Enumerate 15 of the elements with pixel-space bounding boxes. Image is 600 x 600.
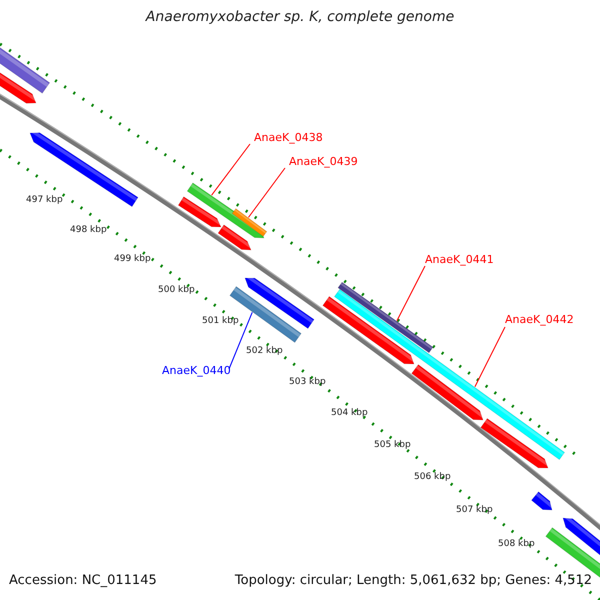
genome-info-text: Topology: circular; Length: 5,061,632 bp; Genes: 4,512 bbox=[234, 573, 592, 588]
scale-label: 502 kbp bbox=[246, 346, 283, 356]
title: Anaeromyxobacter sp. K, complete genome bbox=[144, 9, 456, 25]
scale-label: 500 kbp bbox=[158, 285, 195, 295]
scale-label: 497 kbp bbox=[26, 195, 63, 205]
scale-label: 499 kbp bbox=[114, 254, 151, 264]
scale-label: 505 kbp bbox=[374, 440, 411, 450]
scale-label: 507 kbp bbox=[456, 505, 493, 515]
accession-text: Accession: NC_011145 bbox=[9, 573, 157, 588]
scale-label: 503 kbp bbox=[289, 377, 326, 387]
scale-label: 501 kbp bbox=[202, 316, 239, 326]
scale-label: 506 kbp bbox=[414, 472, 451, 482]
scale-label: 498 kbp bbox=[70, 225, 107, 235]
scale-label: 508 kbp bbox=[498, 539, 535, 549]
scale-label: 504 kbp bbox=[331, 408, 368, 418]
